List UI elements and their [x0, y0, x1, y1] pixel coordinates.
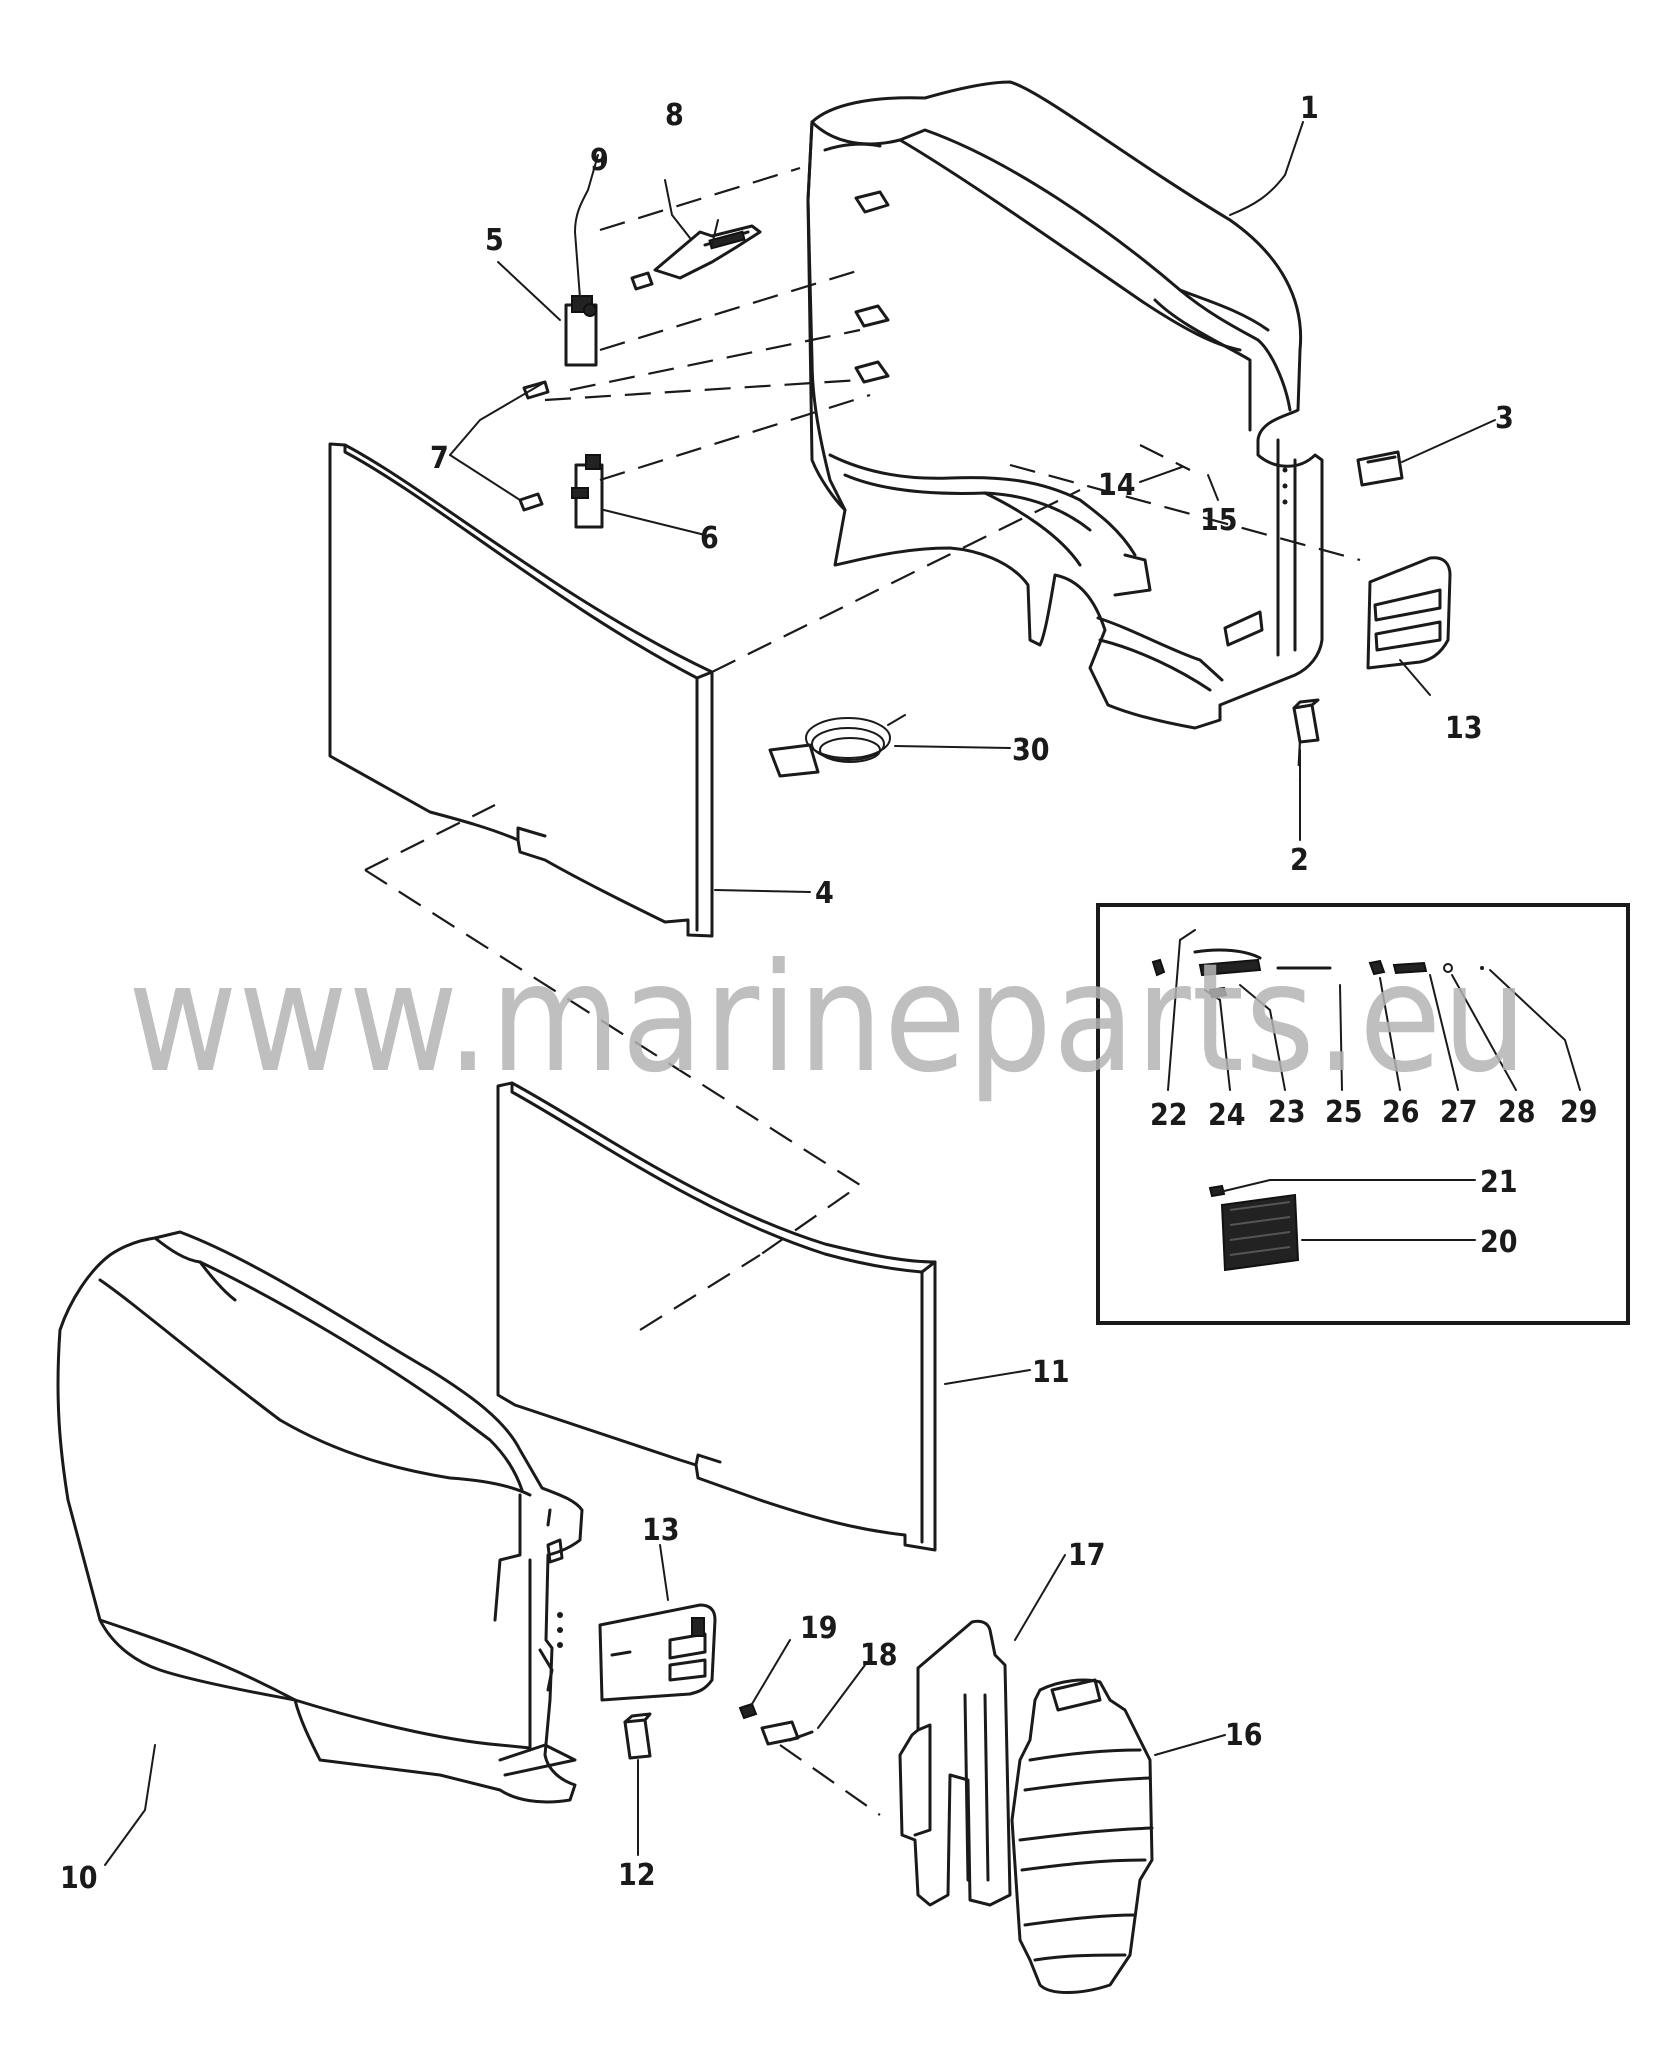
washer-part-18: [760, 1720, 814, 1746]
callout-15: 15: [1200, 503, 1238, 538]
callout-23: 23: [1268, 1095, 1306, 1130]
callout-25: 25: [1325, 1095, 1363, 1130]
callout-16: 16: [1225, 1718, 1263, 1753]
screw-part-7: [518, 380, 550, 512]
callout-19: 19: [800, 1611, 838, 1646]
callout-1: 1: [1300, 91, 1319, 126]
hardware-inset-box: [1096, 903, 1630, 1325]
callout-10: 10: [60, 1861, 98, 1896]
guard-part-16: [1010, 1678, 1154, 1994]
callout-11: 11: [1032, 1355, 1070, 1390]
callout-26: 26: [1382, 1095, 1420, 1130]
side-panel-part-4: [328, 442, 714, 938]
side-panel-part-11: [496, 1081, 937, 1552]
callout-17: 17: [1068, 1538, 1106, 1573]
bracket-part-13-upper: [1366, 556, 1452, 670]
callout-9: 9: [590, 143, 609, 178]
callout-29: 29: [1560, 1095, 1598, 1130]
callout-21: 21: [1480, 1165, 1518, 1200]
callout-30: 30: [1012, 733, 1050, 768]
watermark-text: www.marineparts.eu: [128, 932, 1528, 1106]
callout-8: 8: [665, 98, 684, 133]
callout-14: 14: [1098, 468, 1136, 503]
block-part-12: [623, 1712, 652, 1760]
callout-13-lower: 13: [642, 1513, 680, 1548]
latch-part-6: [571, 454, 604, 529]
callout-3: 3: [1495, 401, 1514, 436]
screw-part-19: [738, 1702, 758, 1720]
bracket-part-8: [653, 224, 762, 280]
callout-28: 28: [1498, 1095, 1536, 1130]
callout-12: 12: [618, 1858, 656, 1893]
plate-part-17: [898, 1619, 1012, 1907]
leader-lines: [104, 121, 1581, 1866]
coil-part-30: [768, 714, 906, 778]
top-cowl-part-1: [806, 80, 1324, 730]
callout-27: 27: [1440, 1095, 1478, 1130]
screw-part-9: [630, 271, 654, 291]
assembly-dashed-lines: [364, 166, 1361, 1816]
pad-part-3: [1356, 450, 1404, 487]
callout-4: 4: [815, 876, 834, 911]
callout-22: 22: [1150, 1098, 1188, 1133]
bottom-cowl-part-10: [56, 1230, 584, 1804]
callout-18: 18: [860, 1638, 898, 1673]
callout-7: 7: [430, 441, 449, 476]
callout-2: 2: [1290, 843, 1309, 878]
block-part-2: [1292, 698, 1320, 744]
callout-5: 5: [485, 223, 504, 258]
callout-20: 20: [1480, 1225, 1518, 1260]
callout-13-upper: 13: [1445, 711, 1483, 746]
callout-numbers: 1 2 3 4 5 6 7 8 9 10 11 12 13 13 14 15 1…: [60, 91, 1598, 1896]
callout-24: 24: [1208, 1098, 1246, 1133]
bracket-part-13-lower: [598, 1603, 717, 1702]
latch-part-5: [564, 295, 598, 367]
callout-6: 6: [700, 521, 719, 556]
